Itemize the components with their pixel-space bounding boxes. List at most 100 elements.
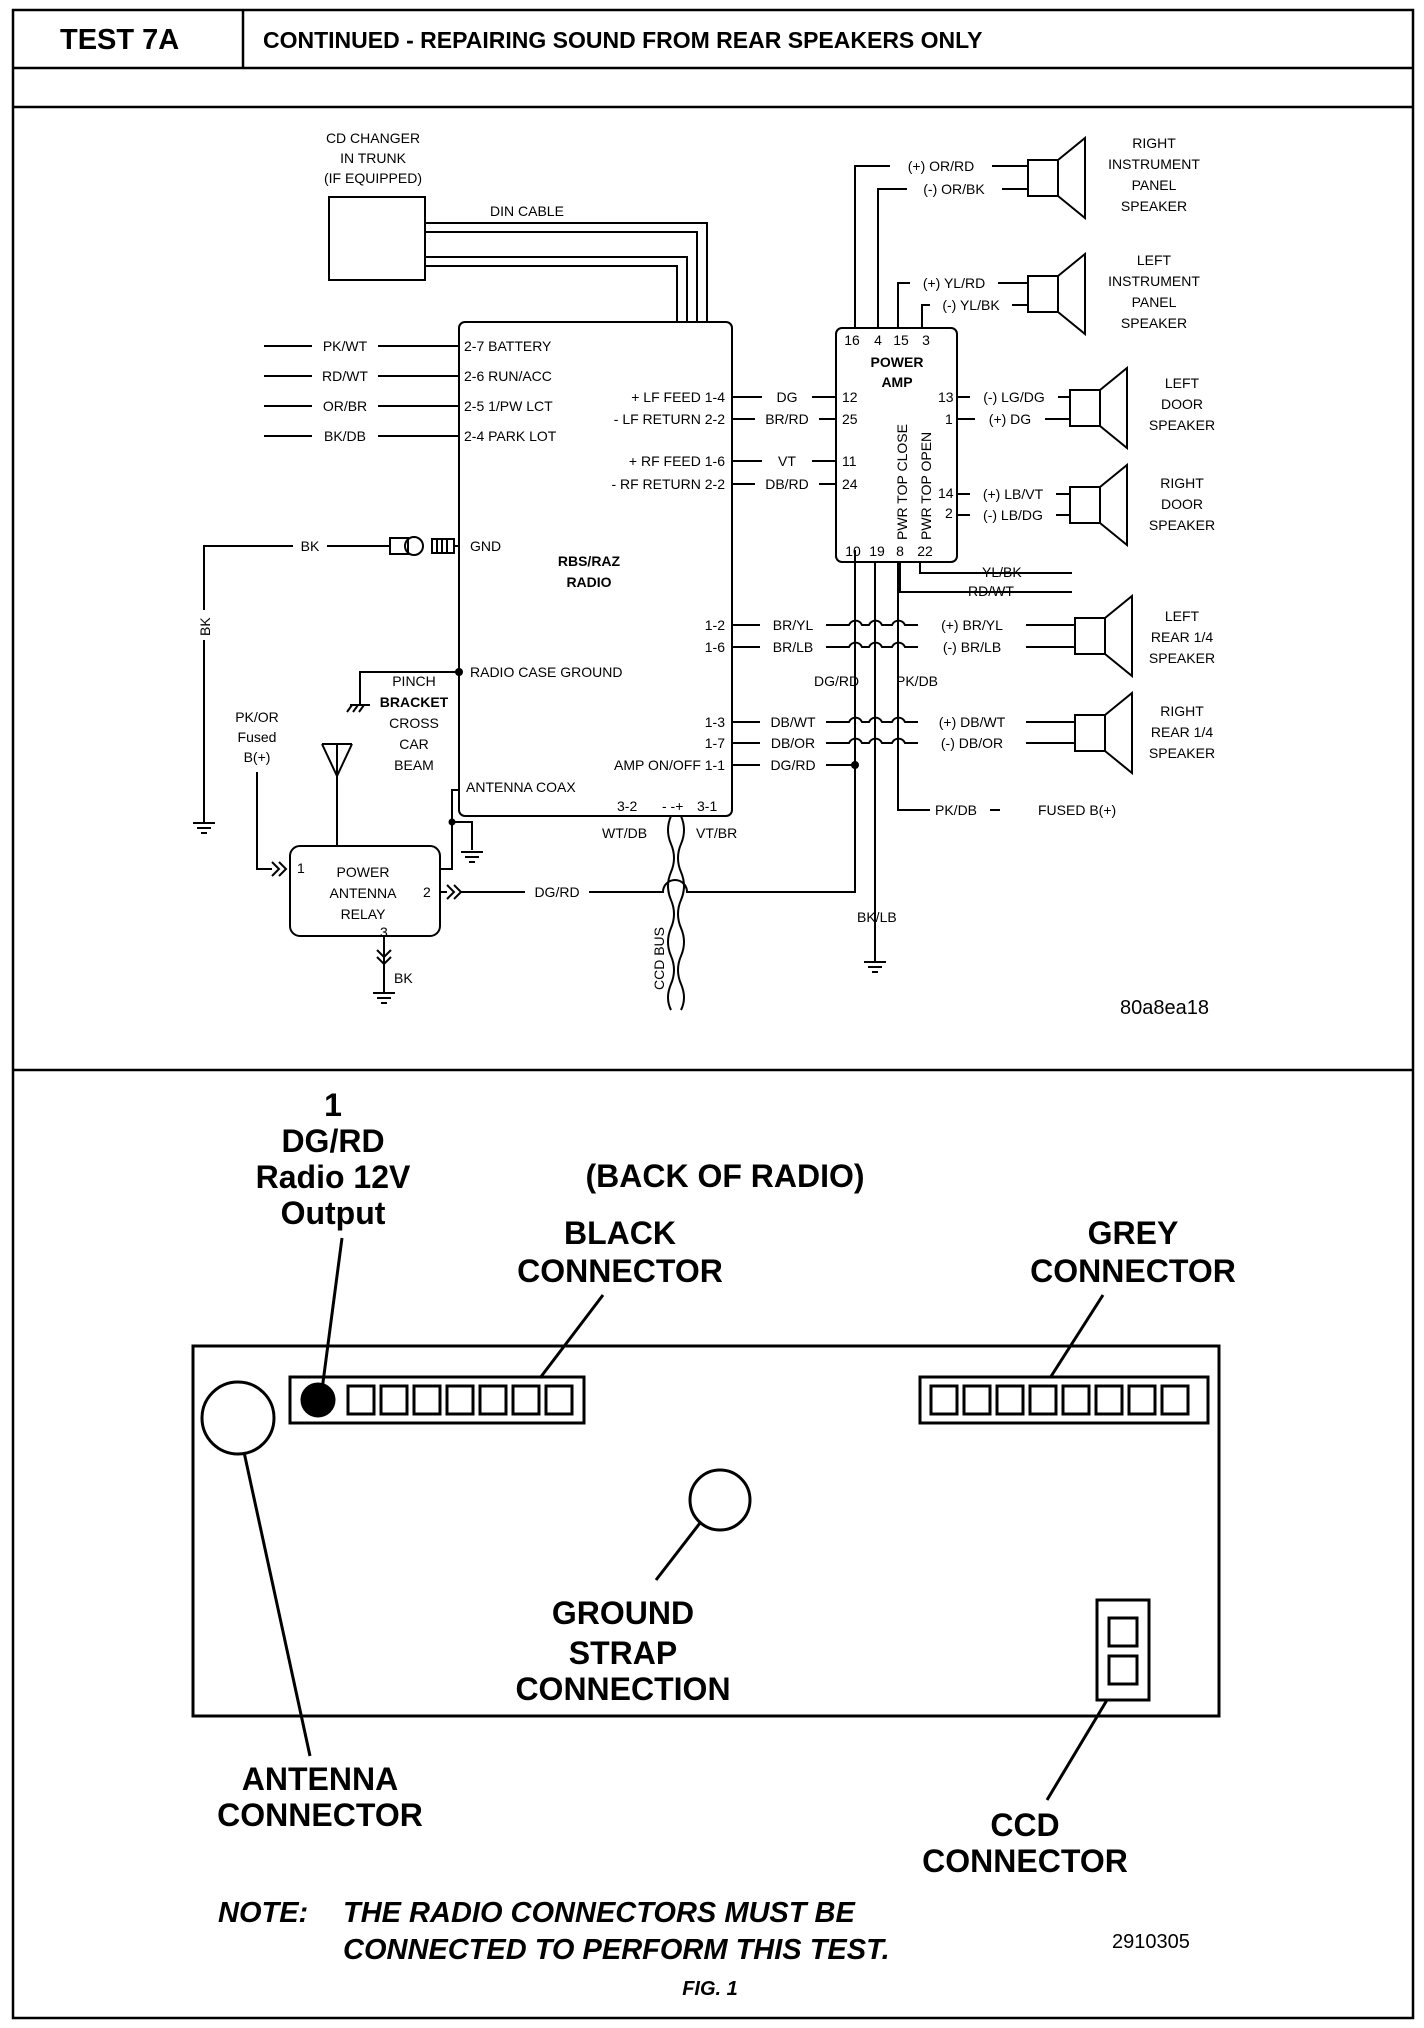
wire-label-dg-rd: DG/RD <box>814 673 859 689</box>
ccd-connector-leader <box>1045 1699 1109 1801</box>
amp-pin-3: 3 <box>922 332 930 348</box>
svg-text:(+) BR/YL: (+) BR/YL <box>941 617 1003 633</box>
svg-text:REAR 1/4: REAR 1/4 <box>1151 724 1213 740</box>
cd-changer-label: CD CHANGER <box>326 130 420 146</box>
pin-callout: 1 DG/RD Radio 12V Output <box>256 1087 411 1231</box>
radio-name: RADIO <box>566 574 611 590</box>
ground-symbol <box>192 822 216 834</box>
amp-pin-19: 19 <box>869 543 885 559</box>
radio-name: RBS/RAZ <box>558 553 621 569</box>
amp-pin-24: 24 <box>842 476 858 492</box>
amp-pin-25: 25 <box>842 411 858 427</box>
svg-text:LEFT: LEFT <box>1137 252 1172 268</box>
power-amp-label: AMP <box>881 374 912 390</box>
wire-label-dg-rd-relay: DG/RD <box>534 884 579 900</box>
svg-text:RIGHT: RIGHT <box>1132 135 1176 151</box>
door-speaker-wire-labels: (-) LG/DG (+) DG (+) LB/VT (-) LB/DG <box>970 388 1058 524</box>
svg-text:(+) DB/WT: (+) DB/WT <box>939 714 1006 730</box>
svg-text:BEAM: BEAM <box>394 757 434 773</box>
svg-text:DG: DG <box>777 389 798 405</box>
svg-text:DOOR: DOOR <box>1161 496 1203 512</box>
relay-label: POWER <box>337 864 390 880</box>
ground-strap-label: GROUND <box>552 1595 694 1631</box>
amp-pin-16: 16 <box>844 332 860 348</box>
antenna-coax-wire <box>440 789 473 870</box>
bottom-pin-3-1: 3-1 <box>697 798 717 814</box>
amp-pin-14: 14 <box>938 485 954 501</box>
pinch-bracket-label: PINCH BRACKET CROSS CAR BEAM <box>380 673 449 773</box>
radio-ground-wire <box>203 536 459 823</box>
svg-text:PK/OR: PK/OR <box>235 709 279 725</box>
relay-pin-3: 3 <box>380 924 388 940</box>
pin-label-antenna-coax: ANTENNA COAX <box>466 779 576 795</box>
din-cable <box>425 222 708 322</box>
cd-changer-label: (IF EQUIPPED) <box>324 170 422 186</box>
pin-label-gnd: GND <box>470 538 501 554</box>
ccd-bus-label: CCD BUS <box>651 927 667 990</box>
ground-strap-label: STRAP <box>569 1635 677 1671</box>
pin-label-radio-case-ground: RADIO CASE GROUND <box>470 664 622 680</box>
ground-symbol <box>863 961 887 973</box>
radio-back-figure-id: 2910305 <box>1112 1931 1190 1953</box>
svg-text:LEFT: LEFT <box>1165 375 1200 391</box>
speaker-left-door <box>1069 365 1128 451</box>
wire-label-bk-lb: BK/LB <box>857 909 897 925</box>
amp-pwr-top-close: PWR TOP CLOSE <box>894 424 910 540</box>
ccd-connector-port <box>1095 1598 1151 1702</box>
cd-changer-label: IN TRUNK <box>340 150 407 166</box>
test-id-label: TEST 7A <box>60 24 179 56</box>
back-of-radio-title: (BACK OF RADIO) <box>585 1158 864 1194</box>
pin-label-park-lot: 2-4 PARK LOT <box>464 428 557 444</box>
svg-text:BR/YL: BR/YL <box>773 617 814 633</box>
wire-label-rd-wt: RD/WT <box>322 368 368 384</box>
svg-text:(-) YL/BK: (-) YL/BK <box>942 297 1000 313</box>
fused-b-label: FUSED B(+) <box>1038 802 1116 818</box>
svg-text:BRACKET: BRACKET <box>380 694 449 710</box>
amp-bottom-wires <box>874 562 1072 945</box>
svg-text:SPEAKER: SPEAKER <box>1149 417 1215 433</box>
svg-text:BR/RD: BR/RD <box>765 411 809 427</box>
svg-text:(+) DG: (+) DG <box>989 411 1031 427</box>
relay-pin-1: 1 <box>297 860 305 876</box>
svg-text:1: 1 <box>324 1087 342 1123</box>
svg-text:RIGHT: RIGHT <box>1160 475 1204 491</box>
pin-label-run-acc: 2-6 RUN/ACC <box>464 368 552 384</box>
grey-connector-label: CONNECTOR <box>1030 1253 1236 1289</box>
power-amp-label: POWER <box>871 354 924 370</box>
black-connector-leader <box>538 1294 605 1379</box>
svg-text:1-2: 1-2 <box>705 617 725 633</box>
svg-text:DB/RD: DB/RD <box>765 476 809 492</box>
ccd-connector-label: CONNECTOR <box>922 1843 1128 1879</box>
left-feed-wires <box>264 345 459 437</box>
ground-strap-port <box>688 1468 752 1532</box>
svg-text:Output: Output <box>281 1195 386 1231</box>
black-connector-label: CONNECTOR <box>517 1253 723 1289</box>
svg-text:1-7: 1-7 <box>705 735 725 751</box>
amp-pin-22: 22 <box>917 543 933 559</box>
amp-pin-11: 11 <box>842 453 857 469</box>
note-label: NOTE: <box>218 1897 308 1929</box>
svg-text:REAR 1/4: REAR 1/4 <box>1151 629 1213 645</box>
ccd-connector-label: CCD <box>990 1807 1059 1843</box>
wire-label-rd-wt-amp: RD/WT <box>968 583 1014 599</box>
svg-text:VT: VT <box>778 453 796 469</box>
antenna-symbol <box>321 743 353 846</box>
svg-text:SPEAKER: SPEAKER <box>1121 198 1187 214</box>
instrument-panel-wire-labels: (+) OR/RD (-) OR/BK (+) YL/RD (-) YL/BK <box>890 157 1012 314</box>
svg-text:DG/RD: DG/RD <box>770 757 815 773</box>
wire-label-relay-bk: BK <box>394 970 413 986</box>
wire-label-bk-db: BK/DB <box>324 428 366 444</box>
pin-label-battery: 2-7 BATTERY <box>464 338 552 354</box>
svg-text:INSTRUMENT: INSTRUMENT <box>1108 156 1200 172</box>
svg-text:+ LF FEED 1-4: + LF FEED 1-4 <box>631 389 725 405</box>
radio-case-ground-wire <box>346 671 459 713</box>
svg-text:INSTRUMENT: INSTRUMENT <box>1108 273 1200 289</box>
amp-pin-15: 15 <box>893 332 909 348</box>
radio-to-amp-wire-labels: DG BR/RD VT DB/RD <box>755 388 819 493</box>
svg-text:PANEL: PANEL <box>1132 177 1177 193</box>
svg-text:DG/RD: DG/RD <box>281 1123 384 1159</box>
svg-text:1-3: 1-3 <box>705 714 725 730</box>
amp-pin-13: 13 <box>938 389 954 405</box>
